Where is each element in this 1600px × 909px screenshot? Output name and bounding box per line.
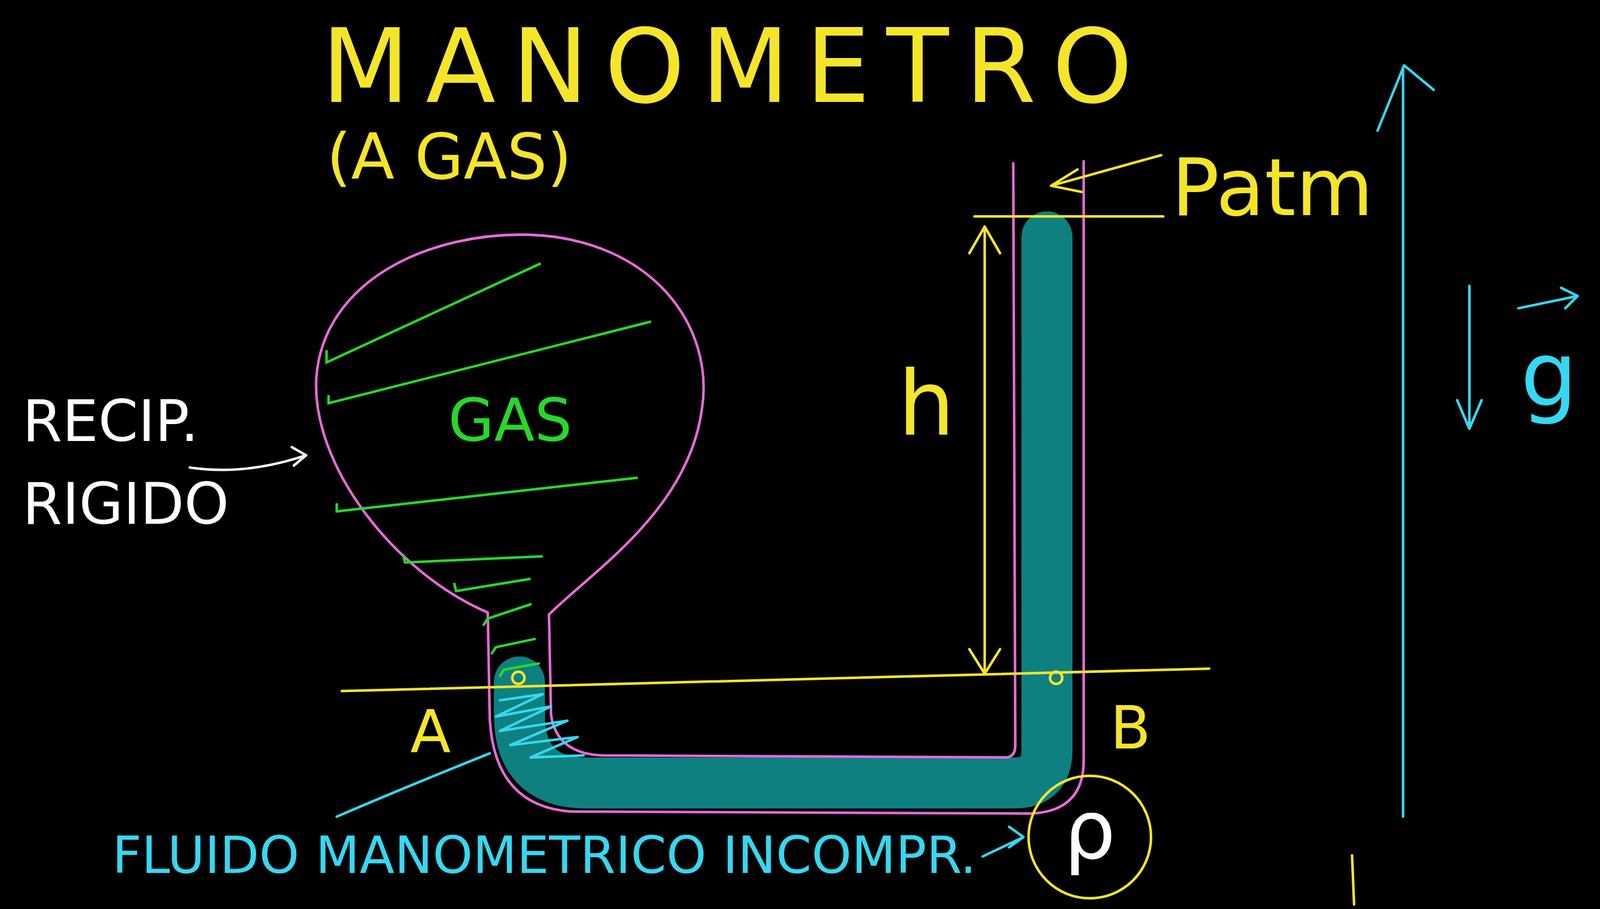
point-a: [512, 671, 525, 685]
tube-outer-wall: [487, 161, 1084, 813]
gravity-label: g: [1520, 322, 1578, 426]
node-text: GAS: [448, 388, 572, 454]
point-label: B: [1110, 694, 1151, 763]
h-dimension: [969, 226, 1000, 674]
vector-sign: [1518, 287, 1578, 308]
hatch-line: [454, 578, 531, 592]
vessel-pointer: [189, 447, 307, 470]
vessel-label: RECIP. RIGIDO: [22, 379, 290, 545]
top-level-line: [974, 215, 1164, 218]
hatch-line: [492, 638, 535, 654]
vertical-axis: [1377, 65, 1434, 817]
subtitle: (A GAS): [326, 120, 572, 194]
circle-outline: [1028, 775, 1152, 899]
patm-arrow: [1051, 155, 1162, 192]
hatch-line: [326, 263, 542, 363]
hatch-line: [336, 477, 638, 512]
density-circle: ρ: [1026, 773, 1153, 901]
axis-mark: [1352, 855, 1355, 905]
hatch-line: [483, 604, 531, 625]
vessel-outline: [315, 234, 704, 615]
title: MANOMETRO: [321, 8, 1150, 126]
height-label: h: [897, 351, 955, 455]
gravity-arrow: [1457, 285, 1482, 429]
tube-inner-wall: [548, 163, 1016, 758]
level-line: [341, 668, 1210, 691]
fluid-scribble: [495, 694, 584, 758]
manometric-fluid: [519, 237, 1048, 784]
fluid-label: FLUIDO MANOMETRICO INCOMPR.: [112, 826, 977, 886]
point-label: A: [410, 698, 451, 767]
node-text: ρ: [1064, 785, 1116, 877]
hatch-line: [403, 553, 543, 563]
pressure-label: Patm: [1171, 142, 1374, 235]
rigid-vessel: GAS: [311, 229, 710, 623]
hatch-line: [499, 663, 539, 676]
point-b: [1049, 671, 1063, 685]
fluid-pointer: [982, 826, 1024, 857]
gas-hatching: [483, 604, 539, 676]
